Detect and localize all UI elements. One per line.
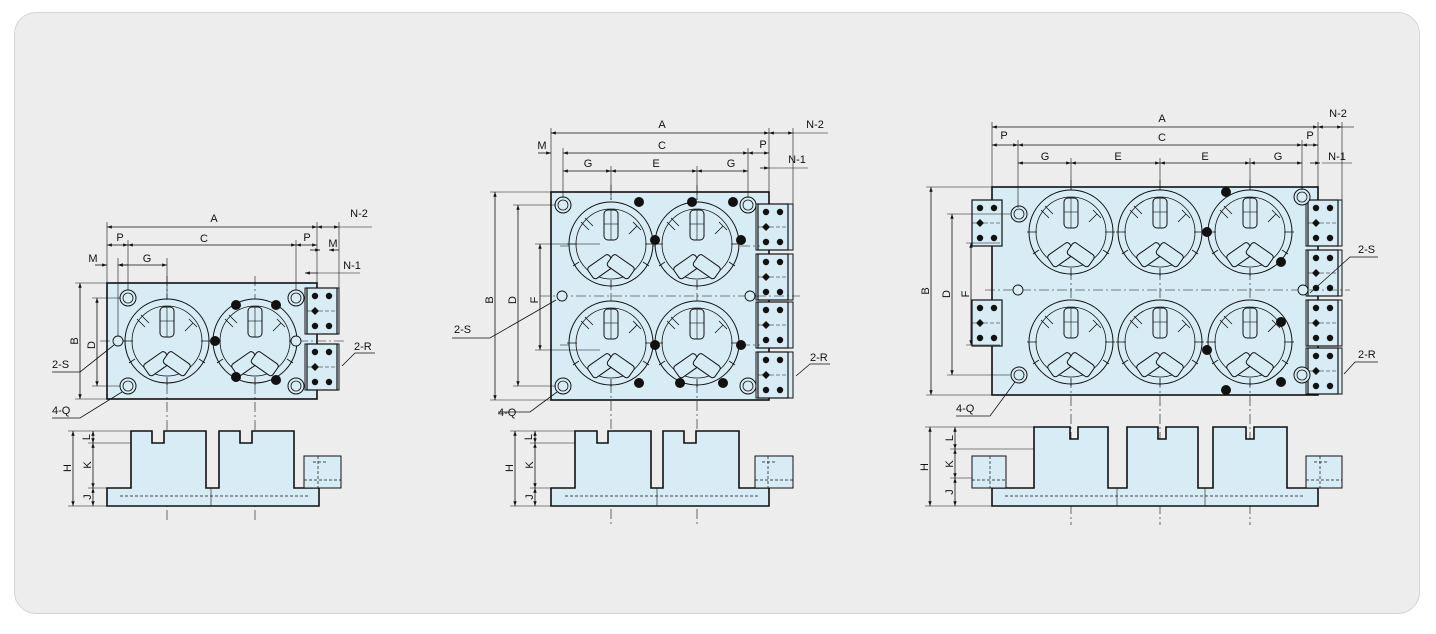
svg-text:F: F [960, 290, 972, 297]
svg-text:2-R: 2-R [354, 341, 372, 353]
svg-text:A: A [1158, 113, 1166, 125]
svg-text:2-R: 2-R [810, 352, 828, 364]
svg-text:2-S: 2-S [1358, 244, 1375, 256]
drawing-3-elevation-view [925, 426, 1343, 507]
drawing-2-labels: A C M P G E G N-2 N-1 B D F 2-S 4-Q 2-R … [454, 119, 828, 500]
svg-text:P: P [303, 232, 310, 244]
svg-text:H: H [504, 464, 516, 472]
svg-text:M: M [88, 253, 97, 265]
svg-text:L: L [944, 435, 956, 441]
drawing-3-labels: A C P P G E E G N-2 N-1 B D F 2-S 2-R 4-… [919, 108, 1376, 495]
svg-text:E: E [1114, 151, 1121, 163]
svg-text:H: H [919, 463, 931, 471]
svg-text:4-Q: 4-Q [52, 405, 71, 417]
svg-text:P: P [1000, 130, 1007, 142]
svg-text:G: G [1041, 151, 1050, 163]
drawing-2-elevation-view [510, 430, 794, 507]
svg-text:N-2: N-2 [1329, 108, 1347, 120]
svg-text:2-S: 2-S [454, 324, 471, 336]
svg-text:A: A [210, 213, 218, 225]
svg-text:N-1: N-1 [1328, 151, 1346, 163]
svg-text:2-R: 2-R [1358, 349, 1376, 361]
drawing-3-plan-view [926, 122, 1378, 525]
svg-text:P: P [759, 139, 766, 151]
svg-text:J: J [82, 494, 94, 500]
svg-text:N-1: N-1 [788, 154, 806, 166]
svg-text:J: J [944, 489, 956, 495]
svg-text:H: H [62, 464, 74, 472]
svg-text:L: L [523, 434, 535, 440]
svg-text:N-1: N-1 [343, 260, 361, 272]
svg-text:C: C [658, 140, 666, 152]
svg-text:C: C [200, 233, 208, 245]
svg-text:J: J [524, 494, 536, 500]
svg-text:K: K [944, 460, 956, 468]
drawing-1-labels: A C P P G M M N-2 N-1 B D 2-S 4-Q 2-R H … [52, 208, 372, 500]
svg-text:E: E [1201, 151, 1208, 163]
svg-text:2-S: 2-S [52, 359, 69, 371]
svg-text:B: B [484, 296, 496, 303]
drawing-1-elevation-view [68, 430, 342, 507]
svg-text:N-2: N-2 [350, 208, 368, 220]
svg-text:D: D [507, 296, 519, 304]
svg-text:N-2: N-2 [806, 119, 824, 131]
svg-text:M: M [537, 140, 546, 152]
svg-text:K: K [524, 461, 536, 469]
svg-text:G: G [584, 158, 593, 170]
svg-text:L: L [81, 434, 93, 440]
svg-text:D: D [941, 290, 953, 298]
svg-text:D: D [86, 341, 98, 349]
svg-text:C: C [1158, 132, 1166, 144]
svg-text:K: K [82, 461, 94, 469]
svg-text:P: P [1306, 130, 1313, 142]
svg-text:A: A [658, 119, 666, 131]
drawing-2-plan-view [452, 128, 830, 525]
svg-text:M: M [328, 238, 337, 250]
svg-text:G: G [1274, 151, 1283, 163]
svg-text:G: G [727, 158, 736, 170]
svg-text:4-Q: 4-Q [956, 403, 975, 415]
svg-text:B: B [69, 337, 81, 344]
svg-text:F: F [529, 296, 541, 303]
svg-text:4-Q: 4-Q [498, 407, 517, 419]
drawing-1-plan-view [52, 222, 375, 520]
svg-text:P: P [116, 232, 123, 244]
svg-text:B: B [920, 287, 932, 294]
svg-text:E: E [652, 158, 659, 170]
svg-text:G: G [143, 253, 152, 265]
